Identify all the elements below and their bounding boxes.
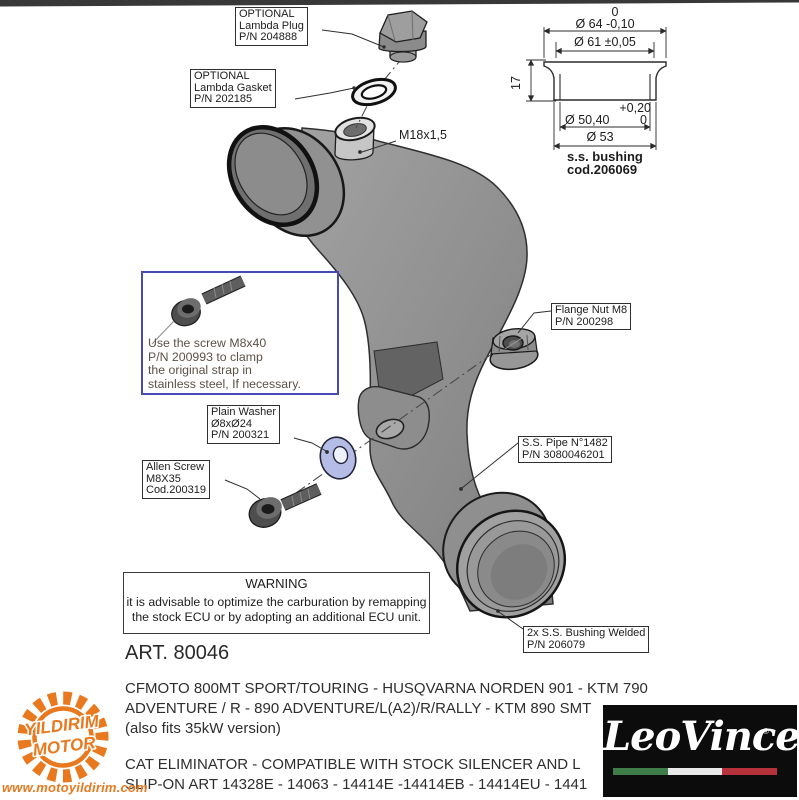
label-line: Lambda Gasket — [194, 81, 272, 94]
registered-mark-icon: ® — [763, 727, 769, 736]
label-bushing-welded: 2x S.S. Bushing Welded P/N 206079 — [523, 626, 650, 653]
plain-washer — [319, 436, 357, 480]
bushing-caption-2: cod.206069 — [567, 162, 637, 177]
dim-61: Ø 61 ±0,05 — [574, 35, 636, 49]
bushing-drawing — [526, 27, 667, 150]
exhaust-pipe — [226, 116, 567, 619]
note-line: the original strap in — [148, 363, 252, 377]
note-line: Use the screw M8x40 — [148, 336, 267, 350]
label-line: Lambda Plug — [239, 19, 304, 32]
website-url: www.motoyildirim.com — [2, 780, 148, 795]
leovince-wordmark: LeoVince — [603, 713, 797, 760]
label-line: Allen Screw — [146, 461, 205, 473]
warning-box: WARNING it is advisable to optimize the … — [123, 572, 430, 634]
bushing-drawing-texts: 0 Ø 64 -0,10 Ø 61 ±0,05 17 +0,20 Ø 50,40… — [509, 5, 651, 177]
label-line: Plain Washer — [211, 406, 277, 418]
flag-green — [613, 768, 668, 775]
compat-line: SLIP-ON ART 14328E - 14063 - 14414E -144… — [125, 776, 588, 793]
label-lambda-plug: OPTIONAL Lambda Plug P/N 204888 — [235, 7, 308, 46]
label-line: Flange Nut M8 — [555, 304, 628, 316]
dim-17: 17 — [509, 76, 523, 90]
flag-red — [722, 768, 778, 775]
lambda-bung-hole — [343, 123, 367, 137]
compat-line: ADVENTURE / R - 890 ADVENTURE/L(A2)/R/RA… — [125, 700, 592, 717]
label-line: P/N 200321 — [211, 429, 270, 441]
dim-5040-lower-tol: 0 — [640, 113, 647, 127]
leader-dots — [325, 45, 500, 613]
label-line: P/N 200298 — [555, 315, 614, 328]
top-strip — [0, 0, 799, 7]
bushing-caption-1: s.s. bushing — [567, 149, 643, 164]
label-m18-thread: M18x1,5 — [399, 128, 447, 142]
compatibility-silencers: CAT ELIMINATOR - COMPATIBLE WITH STOCK S… — [125, 755, 587, 795]
label-line: OPTIONAL — [194, 70, 250, 82]
bushing-profile — [543, 61, 667, 101]
label-lambda-gasket: OPTIONAL Lambda Gasket P/N 202185 — [190, 69, 276, 108]
flange-nut — [489, 327, 539, 371]
label-line: OPTIONAL — [239, 8, 295, 20]
compat-line: (also fits 35kW version) — [125, 720, 281, 737]
warning-title: WARNING — [245, 576, 308, 591]
compatibility-models: CFMOTO 800MT SPORT/TOURING - HUSQVARNA N… — [125, 679, 648, 739]
note-screw — [151, 275, 246, 345]
note-line: stainless steel, If necessary. — [148, 376, 301, 391]
inlet-opening — [234, 132, 308, 216]
label-line: Ø8xØ24 — [211, 417, 252, 430]
screw-note-box: Use the screw M8x40 P/N 200993 to clamp … — [141, 271, 339, 395]
dim-5040: Ø 50,40 — [565, 113, 610, 127]
warning-line: the stock ECU or by adopting an addition… — [131, 610, 422, 624]
label-line: S.S. Pipe N°1482 — [522, 437, 608, 449]
label-line: M8X35 — [146, 472, 181, 485]
label-line: P/N 3080046201 — [522, 448, 605, 461]
lambda-gasket — [351, 77, 397, 107]
label-flange-nut: Flange Nut M8 P/N 200298 — [551, 303, 632, 330]
warning-line: it is advisable to optimize the carburat… — [126, 595, 427, 609]
label-allen-screw: Allen Screw M8X35 Cod.200319 — [142, 460, 210, 499]
compat-line: CAT ELIMINATOR - COMPATIBLE WITH STOCK S… — [125, 756, 581, 773]
article-number: ART. 80046 — [125, 642, 230, 664]
screw-note-text: Use the screw M8x40 P/N 200993 to clamp … — [148, 336, 301, 391]
label-line: P/N 202185 — [194, 93, 253, 105]
lambda-plug — [378, 10, 428, 63]
label-ss-pipe: S.S. Pipe N°1482 P/N 3080046201 — [518, 436, 612, 463]
compat-line: CFMOTO 800MT SPORT/TOURING - HUSQVARNA N… — [125, 680, 648, 697]
dim-53: Ø 53 — [586, 130, 613, 144]
italian-flag-icon — [613, 768, 778, 775]
label-line: P/N 206079 — [527, 638, 586, 651]
flag-white — [667, 768, 723, 775]
note-line: P/N 200993 to clamp — [148, 349, 263, 364]
label-line: Cod.200319 — [146, 484, 206, 496]
bracket-hole — [375, 418, 405, 440]
yildirim-motor-logo: YILDIRIM MOTOR — [17, 691, 109, 783]
leader-lines — [224, 29, 552, 630]
dim-5040-upper-tol: +0,20 — [619, 101, 651, 115]
label-line: P/N 204888 — [239, 31, 298, 43]
dim-64: Ø 64 -0,10 — [575, 17, 634, 31]
allen-screw-part — [248, 483, 322, 528]
warning-body: it is advisable to optimize the carburat… — [124, 595, 429, 625]
dim-64-upper-tol: 0 — [612, 5, 619, 19]
label-line: 2x S.S. Bushing Welded — [527, 627, 646, 639]
leovince-logo: LeoVince ® — [603, 705, 797, 797]
label-plain-washer: Plain Washer Ø8xØ24 P/N 200321 — [207, 405, 281, 444]
outlet-bore — [490, 544, 548, 600]
